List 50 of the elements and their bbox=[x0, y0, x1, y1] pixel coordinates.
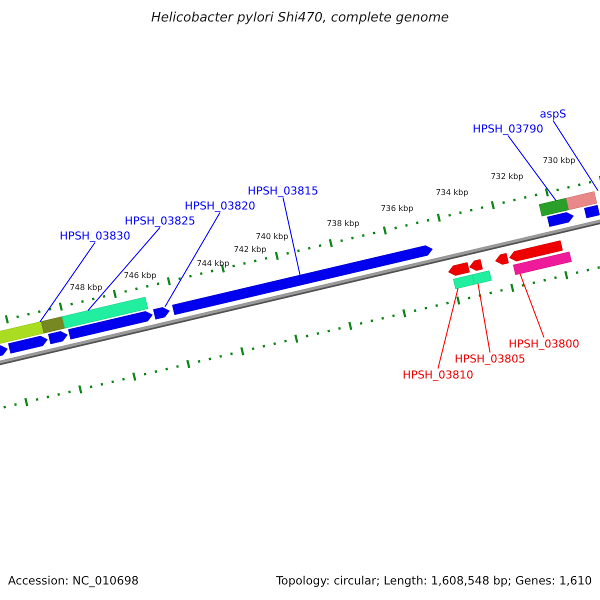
gene-label: HPSH_03830 bbox=[60, 230, 130, 242]
scale-label: 742 kbp bbox=[234, 246, 266, 254]
gene-label: HPSH_03820 bbox=[184, 200, 256, 212]
leader-line bbox=[282, 197, 300, 276]
gene-feature bbox=[453, 274, 475, 290]
leader-line bbox=[88, 227, 160, 311]
gene-feature bbox=[513, 252, 572, 275]
gene-feature bbox=[40, 316, 66, 334]
leader-line bbox=[164, 212, 220, 308]
gene-feature bbox=[448, 262, 470, 276]
leader-line bbox=[438, 288, 458, 369]
gene-label: aspS bbox=[540, 108, 566, 120]
gene-feature bbox=[62, 296, 148, 328]
gene-feature bbox=[472, 270, 492, 285]
scale-label: 730 kbp bbox=[542, 157, 576, 165]
scale-label: 738 kbp bbox=[326, 220, 360, 228]
scale-label: 740 kbp bbox=[256, 233, 288, 241]
gene-feature bbox=[584, 204, 600, 218]
gene-feature bbox=[153, 307, 170, 320]
gene-feature bbox=[566, 191, 598, 210]
gene-label: HPSH_03815 bbox=[248, 186, 318, 196]
gene-feature bbox=[509, 240, 563, 262]
gene-feature bbox=[469, 259, 483, 271]
leader-line bbox=[552, 120, 598, 192]
scale-label: 746 kbp bbox=[124, 272, 156, 280]
gene-feature bbox=[538, 198, 570, 216]
gene-feature bbox=[172, 245, 433, 316]
scale-label: 748 kbp bbox=[70, 284, 102, 292]
gene-feature bbox=[547, 212, 574, 227]
scale-label: 744 kbp bbox=[196, 260, 230, 268]
leader-line bbox=[478, 283, 490, 353]
footer-text: Accession: NC_010698 bbox=[8, 575, 139, 587]
title: Helicobacter pylori Shi470, complete genome bbox=[151, 12, 449, 24]
scale-label: 734 kbp bbox=[436, 189, 468, 197]
scale-label: 732 kbp bbox=[490, 173, 524, 181]
scale-label: 736 kbp bbox=[380, 205, 414, 213]
gene-label: HPSH_03805 bbox=[454, 354, 526, 364]
gene-feature bbox=[48, 331, 68, 344]
leader-line bbox=[40, 242, 96, 322]
gene-feature bbox=[8, 336, 48, 354]
gene-label: HPSH_03810 bbox=[402, 370, 474, 380]
leader-line bbox=[520, 273, 544, 338]
gene-feature bbox=[495, 253, 509, 265]
leader-line bbox=[508, 135, 556, 202]
gene-label: HPSH_03790 bbox=[472, 124, 544, 134]
gene-label: HPSH_03825 bbox=[124, 216, 196, 226]
gene-feature bbox=[68, 311, 153, 340]
gene-feature bbox=[0, 321, 44, 346]
footer-text: Topology: circular; Length: 1,608,548 bp; Genes: 1,610 bbox=[276, 575, 592, 587]
gene-label: HPSH_03800 bbox=[508, 338, 580, 350]
